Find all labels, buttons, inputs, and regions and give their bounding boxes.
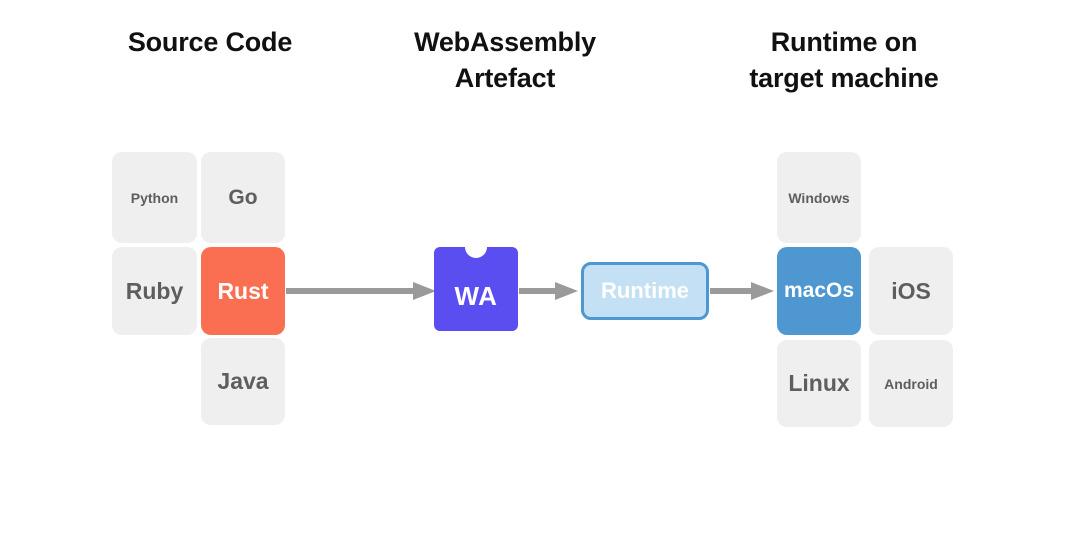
source-tile-go[interactable]: Go xyxy=(201,152,285,243)
column-heading-source-code: Source Code xyxy=(127,27,293,57)
runtime-box[interactable]: Runtime xyxy=(581,262,709,320)
target-tile-ios[interactable]: iOS xyxy=(869,247,953,335)
arrow-right-icon-source-to-artefact xyxy=(286,281,436,301)
target-tile-android[interactable]: Android xyxy=(869,340,953,427)
webassembly-artefact-puzzle-icon[interactable]: WA xyxy=(434,247,518,331)
target-tile-macos[interactable]: macOs xyxy=(777,247,861,335)
source-tile-python[interactable]: Python xyxy=(112,152,197,243)
column-heading-webassembly-artefact: WebAssembly Artefact xyxy=(414,27,596,93)
target-tile-windows[interactable]: Windows xyxy=(777,152,861,243)
arrow-right-icon-artefact-to-runtime xyxy=(519,281,578,301)
column-heading-runtime-on-target-machine: Runtime on target machine xyxy=(749,27,939,93)
source-tile-rust[interactable]: Rust xyxy=(201,247,285,335)
arrow-right-icon-runtime-to-target xyxy=(710,281,774,301)
source-tile-ruby[interactable]: Ruby xyxy=(112,247,197,335)
source-tile-java[interactable]: Java xyxy=(201,338,285,425)
target-tile-linux[interactable]: Linux xyxy=(777,340,861,427)
